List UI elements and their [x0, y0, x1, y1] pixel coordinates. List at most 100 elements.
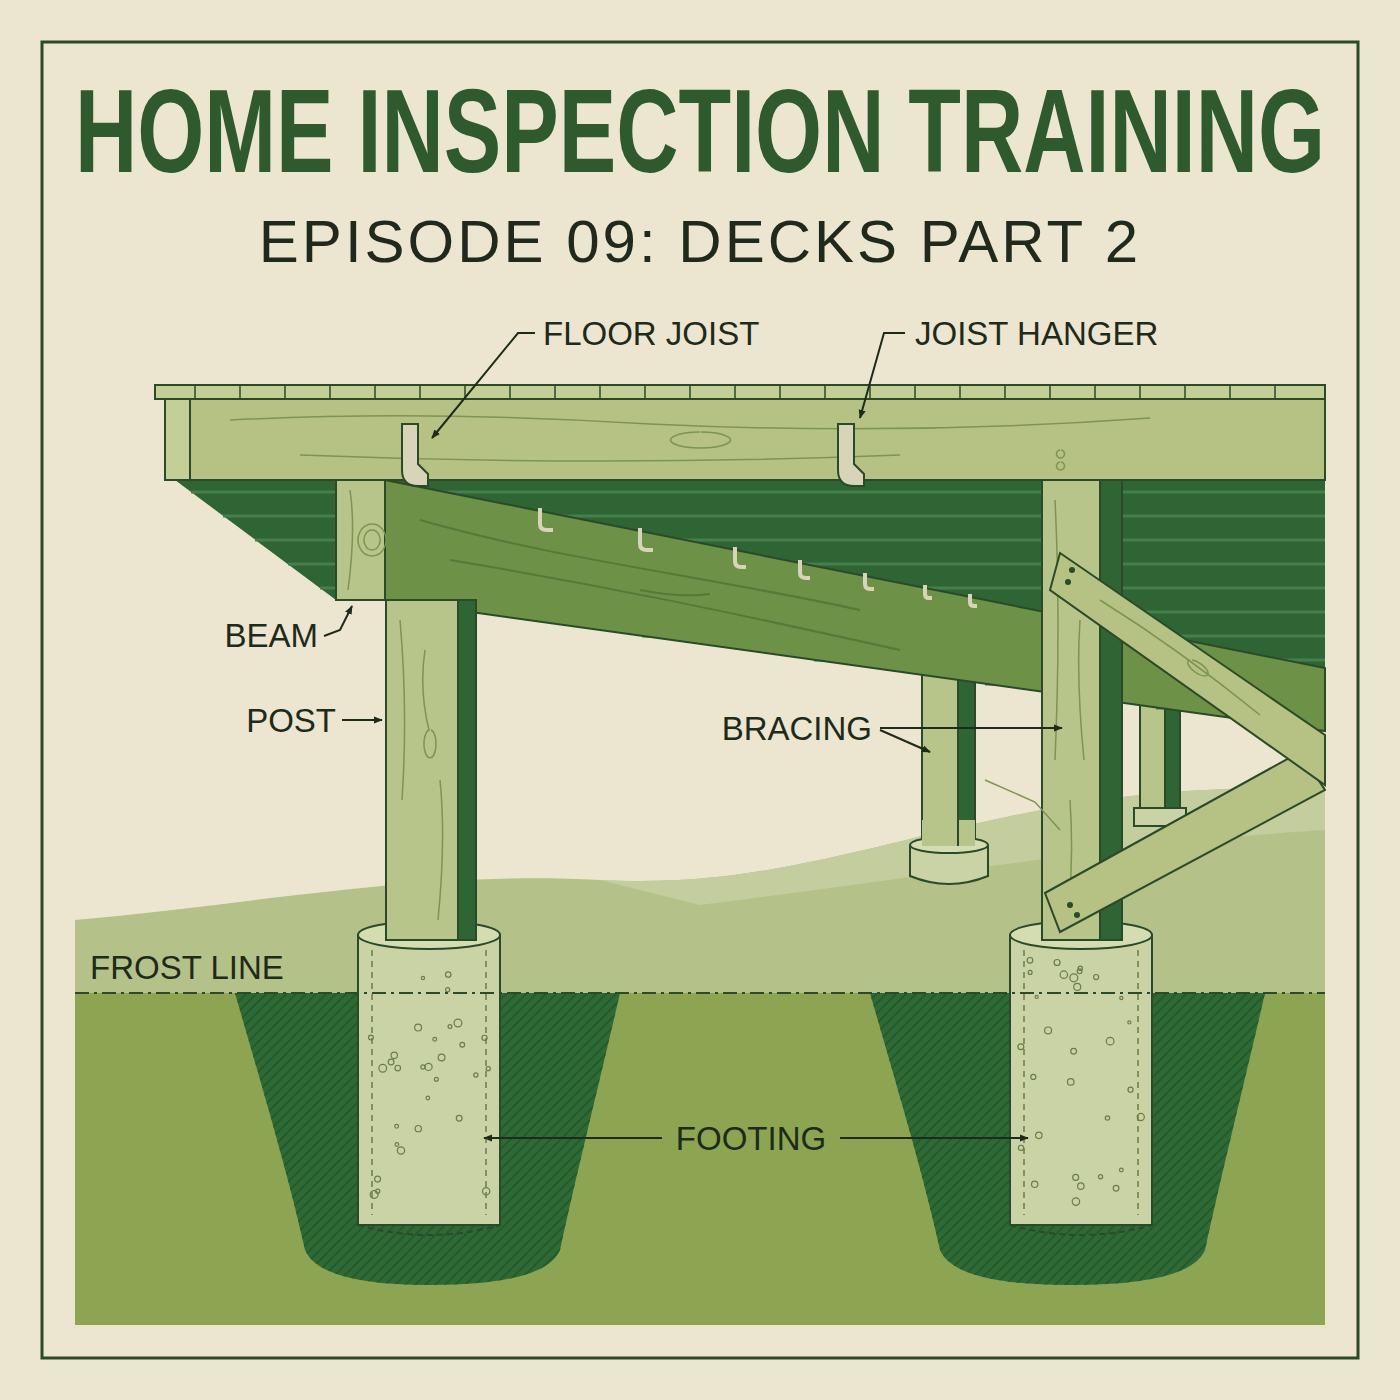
- aggregate-speck: [446, 988, 450, 992]
- aggregate-speck: [1078, 1183, 1084, 1189]
- small-hanger: [540, 508, 553, 530]
- part-label: FLOOR JOIST: [543, 316, 759, 352]
- leader-line: [432, 333, 535, 438]
- left-post: [386, 600, 458, 940]
- rim-grain: [230, 416, 1150, 470]
- aggregate-speck: [434, 1077, 438, 1081]
- episode-subtitle: EPISODE 09: DECKS PART 2: [259, 209, 1141, 275]
- aggregate-speck: [388, 1059, 394, 1065]
- beam-end: [336, 480, 385, 600]
- aggregate-speck: [456, 1115, 462, 1121]
- aggregate-speck: [1094, 975, 1099, 980]
- aggregate-speck: [1105, 1116, 1109, 1120]
- aggregate-speck: [395, 1124, 399, 1128]
- footing-hidden-edge: [372, 950, 486, 1215]
- aggregate-speck: [1106, 1037, 1114, 1045]
- leader-line: [860, 333, 905, 418]
- aggregate-speck: [1128, 1087, 1133, 1092]
- aggregate-speck: [375, 1176, 381, 1182]
- aggregate-speck: [425, 1063, 432, 1070]
- beam-end-rings: [348, 490, 386, 590]
- aggregate-speck: [1119, 1168, 1123, 1172]
- aggregate-speck: [1027, 958, 1033, 964]
- aggregate-speck: [1035, 995, 1038, 998]
- aggregate-speck: [395, 1065, 401, 1071]
- aggregate-speck: [1045, 1027, 1052, 1034]
- aggregate-speck: [1073, 1174, 1079, 1180]
- leader-line: [880, 727, 1062, 729]
- poster-border: [42, 42, 1358, 1358]
- small-hanger: [970, 594, 977, 606]
- middle-post-edge: [957, 820, 959, 846]
- joist-hanger-bracket: [838, 424, 864, 486]
- aggregate-speck: [395, 1143, 399, 1147]
- aggregate-speck: [460, 1042, 465, 1047]
- deck-underside: [175, 480, 1325, 731]
- aggregate-speck: [1031, 1074, 1036, 1079]
- aggregate-speck: [1128, 1021, 1131, 1024]
- aggregate-speck: [1018, 1145, 1023, 1150]
- rim-end: [165, 398, 190, 480]
- small-hanger: [925, 585, 932, 598]
- middle-post-base: [922, 820, 975, 846]
- rim-joist: [165, 398, 1325, 480]
- aggregate-speck: [426, 1096, 430, 1100]
- aggregate-speck: [369, 1035, 374, 1040]
- part-label: BRACING: [722, 711, 872, 747]
- aggregate-speck: [421, 1065, 425, 1069]
- lower-brace: [1045, 752, 1325, 932]
- left-footing: [358, 935, 500, 1225]
- aggregate-speck: [486, 1067, 490, 1071]
- aggregate-speck: [1036, 1132, 1042, 1138]
- joist-hanger-bracket: [402, 424, 428, 486]
- aggregate-specks: [369, 958, 1145, 1206]
- part-label: POST: [246, 703, 336, 739]
- footing-bottom: [1010, 1225, 1152, 1235]
- footing-hidden-edge: [1024, 950, 1138, 1215]
- aggregate-speck: [397, 1147, 404, 1154]
- post-grain: [400, 620, 443, 920]
- aggregate-speck: [415, 1024, 422, 1031]
- upper-brace: [1050, 553, 1325, 785]
- aggregate-speck: [376, 1189, 380, 1193]
- decking: [155, 385, 1325, 399]
- brace-bolt: [1065, 579, 1071, 585]
- frost-line: [75, 992, 1325, 994]
- part-label: FOOTING: [676, 1121, 826, 1157]
- aggregate-speck: [1070, 974, 1078, 982]
- aggregate-speck: [1098, 1175, 1102, 1179]
- aggregate-speck: [421, 976, 424, 979]
- aggregate-speck: [474, 1073, 478, 1077]
- aggregate-speck: [370, 1191, 378, 1199]
- aggregate-speck: [1060, 971, 1067, 978]
- leader-line: [840, 1137, 1028, 1139]
- aggregate-speck: [1028, 970, 1032, 974]
- aggregate-speck: [379, 1064, 387, 1072]
- aggregate-speck: [482, 1188, 489, 1195]
- aggregate-speck: [391, 1052, 397, 1058]
- deck-board-joints: [195, 385, 1275, 399]
- aggregate-speck: [1018, 1044, 1024, 1050]
- aggregate-speck: [445, 972, 450, 977]
- frost-line-label: FROST LINE: [90, 950, 284, 986]
- footing-bottom: [358, 1225, 500, 1235]
- leader-line: [342, 719, 382, 721]
- small-hanger: [865, 573, 874, 589]
- part-label: JOIST HANGER: [915, 316, 1158, 352]
- poster-title: HOME INSPECTION TRAINING: [75, 67, 1325, 197]
- aggregate-speck: [1071, 1048, 1077, 1054]
- leader-line: [484, 1137, 662, 1139]
- brace-bolt: [1074, 912, 1080, 918]
- beam-hangers: [540, 508, 977, 606]
- aggregate-speck: [1077, 969, 1082, 974]
- aggregate-speck: [433, 1037, 437, 1041]
- small-hanger: [640, 528, 653, 550]
- brace-bolt: [1067, 902, 1073, 908]
- part-label: BEAM: [224, 618, 318, 654]
- aggregate-speck: [1074, 983, 1081, 990]
- brace-grain: [1100, 600, 1260, 715]
- aggregate-speck: [1072, 1198, 1079, 1205]
- leader-line: [324, 606, 352, 636]
